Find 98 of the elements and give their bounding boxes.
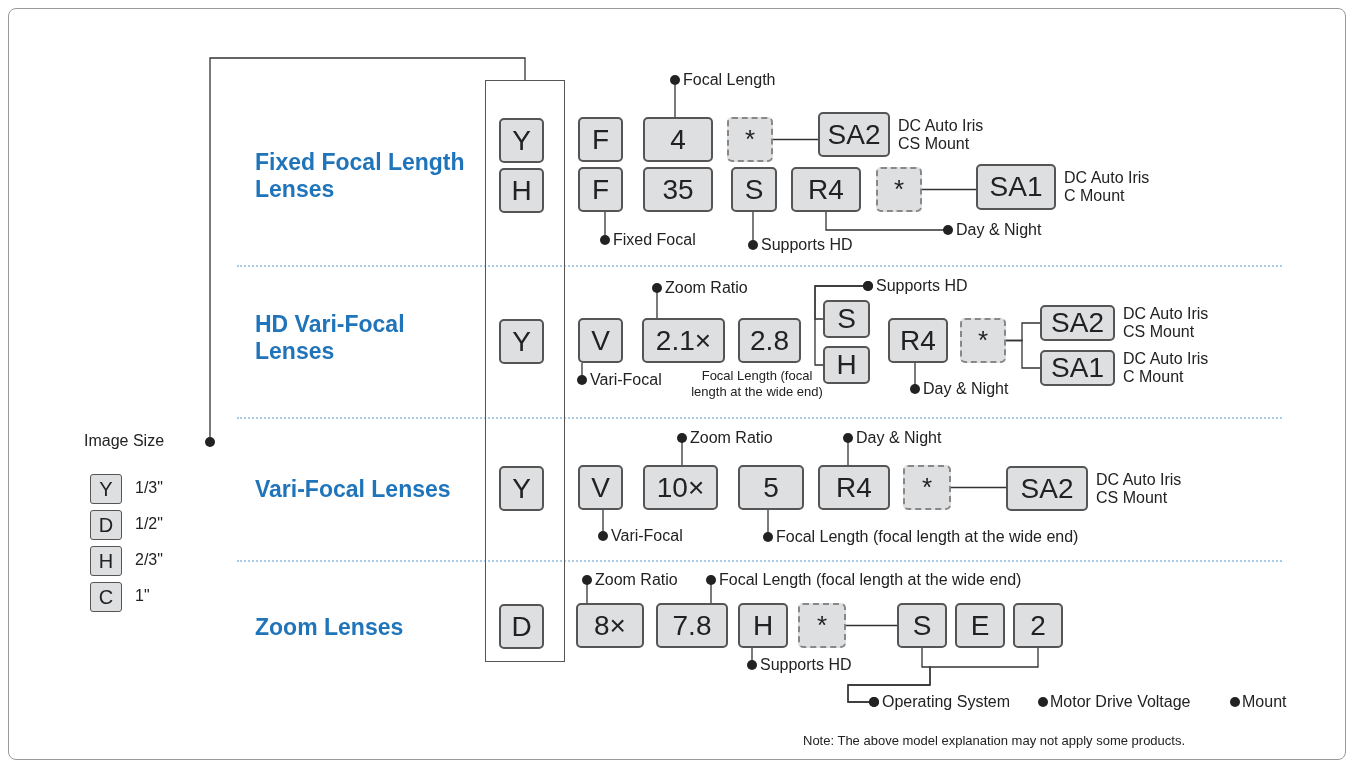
code-box: H <box>823 346 870 384</box>
code-box: F <box>578 167 623 212</box>
code-box: H <box>499 168 544 213</box>
connector-line <box>921 188 977 191</box>
placeholder-box: * <box>798 603 846 648</box>
code-box: 7.8 <box>656 603 728 648</box>
leader-line <box>598 509 608 541</box>
code-box: SA1 <box>976 164 1056 210</box>
leader-line <box>847 647 1039 707</box>
leader-line <box>652 283 662 319</box>
callout-text: Focal Length <box>675 70 795 90</box>
section-title: Fixed Focal Length Lenses <box>255 149 466 203</box>
leader-line <box>706 575 716 604</box>
code-meaning-text: 1" <box>135 587 150 605</box>
callout-text: Mount <box>1230 692 1287 712</box>
code-box: R4 <box>818 465 890 510</box>
footnote: Note: The above model explanation may not apply some products. <box>803 733 1186 748</box>
leader-line <box>582 575 592 604</box>
code-meaning-text: 1/3" <box>135 479 163 497</box>
code-box: C <box>90 582 122 612</box>
code-box: F <box>578 117 623 162</box>
code-meaning-text: DC Auto Iris C Mount <box>1064 169 1151 205</box>
connector-line <box>1005 339 1041 369</box>
leader-line <box>748 211 758 250</box>
callout-text: Focal Length (focal length at the wide end) <box>768 527 1148 547</box>
code-box: 2 <box>1013 603 1063 648</box>
leader-line <box>677 433 687 466</box>
placeholder-box: * <box>727 117 773 162</box>
code-box: S <box>823 300 870 338</box>
code-box: 10× <box>643 465 718 510</box>
code-box: SA1 <box>1040 350 1115 386</box>
code-box: E <box>955 603 1005 648</box>
code-box: 2.1× <box>642 318 725 363</box>
code-box: 2.8 <box>738 318 801 363</box>
code-meaning-text: Focal Length (focal length at the wide end) <box>690 368 824 400</box>
code-box: SA2 <box>818 112 890 157</box>
placeholder-box: * <box>960 318 1006 363</box>
code-box: Y <box>499 118 544 163</box>
callout-text: Day & Night <box>848 428 968 448</box>
code-box: S <box>731 167 777 212</box>
placeholder-box: * <box>876 167 922 212</box>
callout-text: Focal Length (focal length at the wide end) <box>711 570 1101 590</box>
code-meaning-text: 2/3" <box>135 551 163 569</box>
code-box: Y <box>499 319 544 364</box>
callout-text: Image Size <box>84 431 210 453</box>
code-box: 8× <box>576 603 644 648</box>
code-box: V <box>578 318 623 363</box>
callout-text: Supports HD <box>752 655 872 675</box>
code-box: 35 <box>643 167 713 212</box>
leader-line <box>910 362 920 394</box>
callout-text: Fixed Focal <box>605 230 715 250</box>
leader-line <box>205 57 526 447</box>
callout-text: Zoom Ratio <box>682 428 792 448</box>
callout-text: Motor Drive Voltage <box>1038 692 1191 712</box>
code-box: R4 <box>888 318 948 363</box>
leader-line <box>843 433 853 466</box>
section-title: Zoom Lenses <box>255 614 405 641</box>
connector-line <box>772 138 819 141</box>
leader-line <box>825 211 953 235</box>
connector-line <box>845 624 898 627</box>
section-title: HD Vari-Focal Lenses <box>255 311 406 365</box>
callout-text: Zoom Ratio <box>587 570 697 590</box>
code-box: Y <box>90 474 122 504</box>
code-meaning-text: DC Auto Iris CS Mount <box>1096 470 1183 507</box>
callout-text: Supports HD <box>868 276 988 296</box>
callout-text: Vari-Focal <box>603 526 703 546</box>
code-box: D <box>499 604 544 649</box>
code-meaning-text: DC Auto Iris CS Mount <box>898 116 985 153</box>
leader-line <box>763 509 773 542</box>
callout-text: Day & Night <box>948 220 1068 240</box>
connector-line <box>950 486 1007 489</box>
code-box: D <box>90 510 122 540</box>
code-meaning-text: DC Auto Iris C Mount <box>1123 350 1210 386</box>
section-title: Vari-Focal Lenses <box>255 476 452 503</box>
code-box: 5 <box>738 465 804 510</box>
code-box: SA2 <box>1040 305 1115 341</box>
code-box: R4 <box>791 167 861 212</box>
code-box: H <box>738 603 788 648</box>
code-box: H <box>90 546 122 576</box>
leader-line <box>747 647 757 670</box>
code-box: S <box>897 603 947 648</box>
callout-text: Supports HD <box>753 235 873 255</box>
callout-text: Day & Night <box>915 379 1035 399</box>
code-box: Y <box>499 466 544 511</box>
code-meaning-text: DC Auto Iris CS Mount <box>1123 305 1210 341</box>
leader-line <box>814 281 873 366</box>
callout-text: Operating System <box>874 692 1024 712</box>
placeholder-box: * <box>903 465 951 510</box>
code-box: V <box>578 465 623 510</box>
callout-text: Zoom Ratio <box>657 278 767 298</box>
code-meaning-text: 1/2" <box>135 515 163 533</box>
leader-line <box>670 75 680 118</box>
code-box: SA2 <box>1006 466 1088 511</box>
leader-line <box>577 362 587 385</box>
callout-text: Vari-Focal <box>582 370 682 390</box>
code-box: 4 <box>643 117 713 162</box>
bracket-frame <box>485 80 565 662</box>
leader-line <box>600 211 610 245</box>
